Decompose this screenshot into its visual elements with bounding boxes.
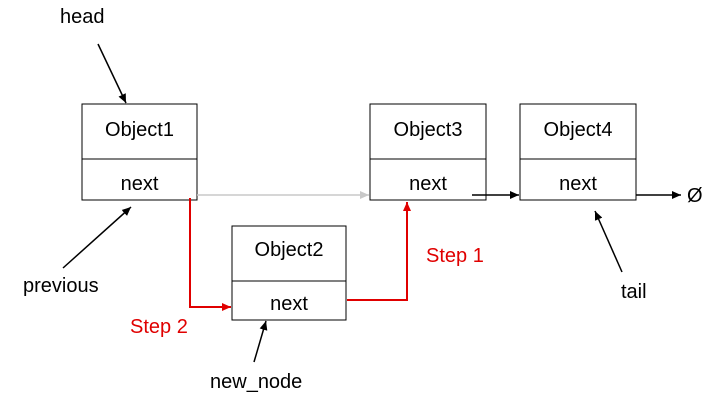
step2-label: Step 2 <box>130 316 188 338</box>
node-object2: Object2 next <box>231 225 347 321</box>
node-object1-box <box>81 103 198 201</box>
tail-pointer-arrow <box>594 210 623 273</box>
step2-arrow <box>189 198 231 311</box>
step1-arrow <box>347 202 411 301</box>
head-pointer-arrow <box>97 43 127 104</box>
node-object3-field: next <box>409 173 447 195</box>
node-object3-name: Object3 <box>394 119 463 141</box>
previous-pointer-arrow <box>62 206 132 269</box>
new-node-label: new_node <box>210 371 302 393</box>
node-object1-name: Object1 <box>105 119 174 141</box>
node-object3: Object3 next <box>369 103 487 201</box>
previous-label: previous <box>23 275 99 297</box>
node-object4: Object4 next <box>519 103 637 201</box>
node-object2-box <box>231 225 347 321</box>
tail-label: tail <box>621 281 647 303</box>
node-object4-field: next <box>559 173 597 195</box>
node-object1-field: next <box>121 173 159 195</box>
new-node-pointer-arrow <box>253 320 268 363</box>
node-object1: Object1 next <box>81 103 198 201</box>
head-label: head <box>60 6 105 28</box>
null-symbol: Ø <box>687 185 703 207</box>
node-object4-box <box>519 103 637 201</box>
node-object3-box <box>369 103 487 201</box>
node-object4-name: Object4 <box>544 119 613 141</box>
node-object2-name: Object2 <box>255 239 324 261</box>
step1-label: Step 1 <box>426 245 484 267</box>
node-object2-field: next <box>270 293 308 315</box>
